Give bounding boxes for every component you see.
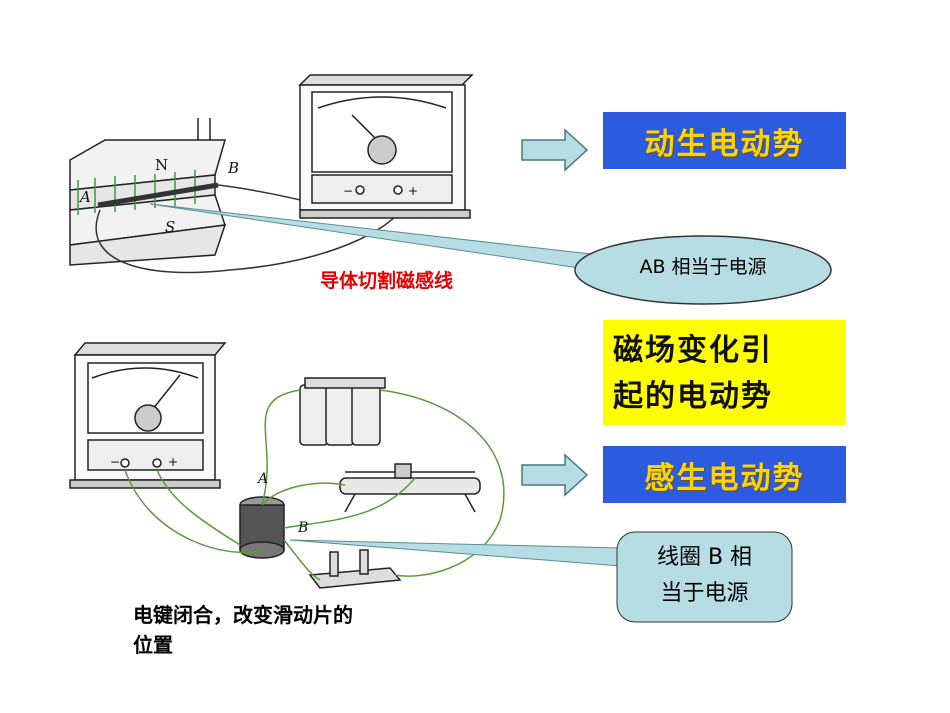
induced-cause-box: 磁场变化引 起的电动势 xyxy=(603,320,846,425)
induced-cause-line1: 磁场变化引 xyxy=(613,333,773,368)
bottom-meter-minus: − xyxy=(110,455,120,469)
point-b-label: B xyxy=(227,159,239,177)
battery-pack xyxy=(299,377,386,446)
top-caption: 导体切割磁感线 xyxy=(320,266,520,293)
induced-emf-box: 感生电动势 xyxy=(603,446,846,503)
magnet-n-label: N xyxy=(155,156,168,174)
induced-emf-label: 感生电动势 xyxy=(644,460,805,496)
top-caption-text: 导体切割磁感线 xyxy=(320,270,454,292)
bottom-callout-pointer xyxy=(289,539,621,567)
induced-cause-line2: 起的电动势 xyxy=(613,379,773,414)
motional-emf-box: 动生电动势 xyxy=(603,112,846,169)
motional-emf-label: 动生电动势 xyxy=(644,126,805,162)
point-a-label: A xyxy=(78,188,91,206)
circuit-wires xyxy=(124,389,505,581)
rheostat xyxy=(339,463,481,513)
bottom-callout-text: 线圈 B 相 当于电源 xyxy=(617,540,792,612)
bottom-point-b-label: B xyxy=(297,520,308,536)
key-switch xyxy=(308,549,402,589)
top-callout-label: AB 相当于电源 xyxy=(639,256,767,278)
top-callout-oval xyxy=(574,235,832,305)
bottom-caption-line2: 位置 xyxy=(133,633,173,657)
bottom-arrow-icon xyxy=(521,453,589,497)
magnet-s-label: S xyxy=(165,218,175,236)
top-meter-minus: − xyxy=(343,184,353,198)
magnet-apparatus xyxy=(69,118,406,274)
bottom-callout-line1: 线圈 B 相 xyxy=(656,545,753,570)
bottom-callout-rect xyxy=(616,531,793,623)
bottom-callout-line2: 当于电源 xyxy=(660,581,749,606)
top-callout-text: AB 相当于电源 xyxy=(615,254,791,280)
bottom-meter-plus: + xyxy=(168,455,178,469)
bottom-caption: 电键闭合，改变滑动片的 位置 xyxy=(133,600,433,660)
bottom-caption-line1: 电键闭合，改变滑动片的 xyxy=(133,603,353,627)
coil-b xyxy=(239,496,285,559)
top-arrow-icon xyxy=(521,128,589,172)
top-meter-plus: + xyxy=(408,184,418,198)
bottom-point-a-label: A xyxy=(256,471,268,487)
top-galvanometer: − + xyxy=(298,74,474,219)
bottom-galvanometer: − + xyxy=(69,342,227,489)
